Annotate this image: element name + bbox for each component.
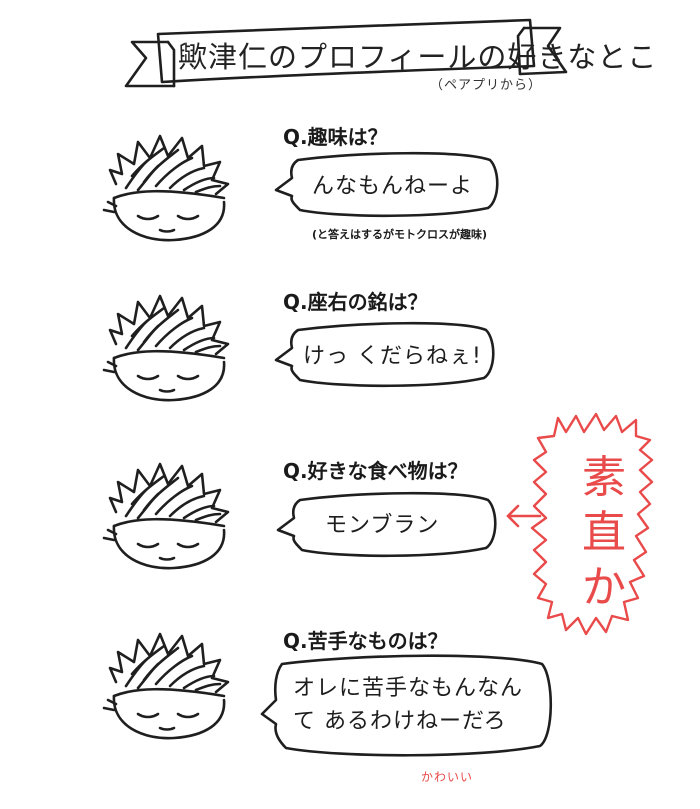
- character-head: [102, 462, 230, 570]
- cute-annotation: かわいい: [421, 770, 474, 784]
- red-shout-bubble: [530, 412, 654, 636]
- question-1: Q.趣味は？: [283, 125, 388, 149]
- speech-bubble: [260, 654, 553, 757]
- arrow-icon: [506, 504, 542, 528]
- question-3: Q.好きな食べ物は？: [283, 459, 468, 483]
- character-head: [102, 294, 230, 402]
- speech-bubble: [274, 151, 499, 218]
- character-head: [102, 632, 230, 740]
- red-annotation: 素直か: [582, 452, 626, 613]
- question-4: Q.苦手なものは？: [283, 629, 448, 653]
- answer-1-note: (と答えはするがモトクロスが趣味): [312, 228, 488, 241]
- answer-2: けっ くだらねぇ!: [303, 344, 482, 369]
- answer-1: んなもんねーよ: [312, 174, 474, 199]
- page-title: 歟津仁のプロフィールの好きなとこ: [178, 40, 658, 74]
- answer-3: モンブラン: [325, 513, 440, 538]
- title-ribbon: [124, 18, 568, 88]
- character-head: [102, 134, 230, 242]
- page-subtitle: （ペアプリから）: [430, 78, 543, 93]
- answer-4: オレに苦手なもんなんて あるわけねーだろ: [293, 676, 524, 734]
- speech-bubble: [276, 491, 497, 558]
- question-2: Q.座右の銘は？: [283, 290, 428, 314]
- speech-bubble: [274, 321, 495, 388]
